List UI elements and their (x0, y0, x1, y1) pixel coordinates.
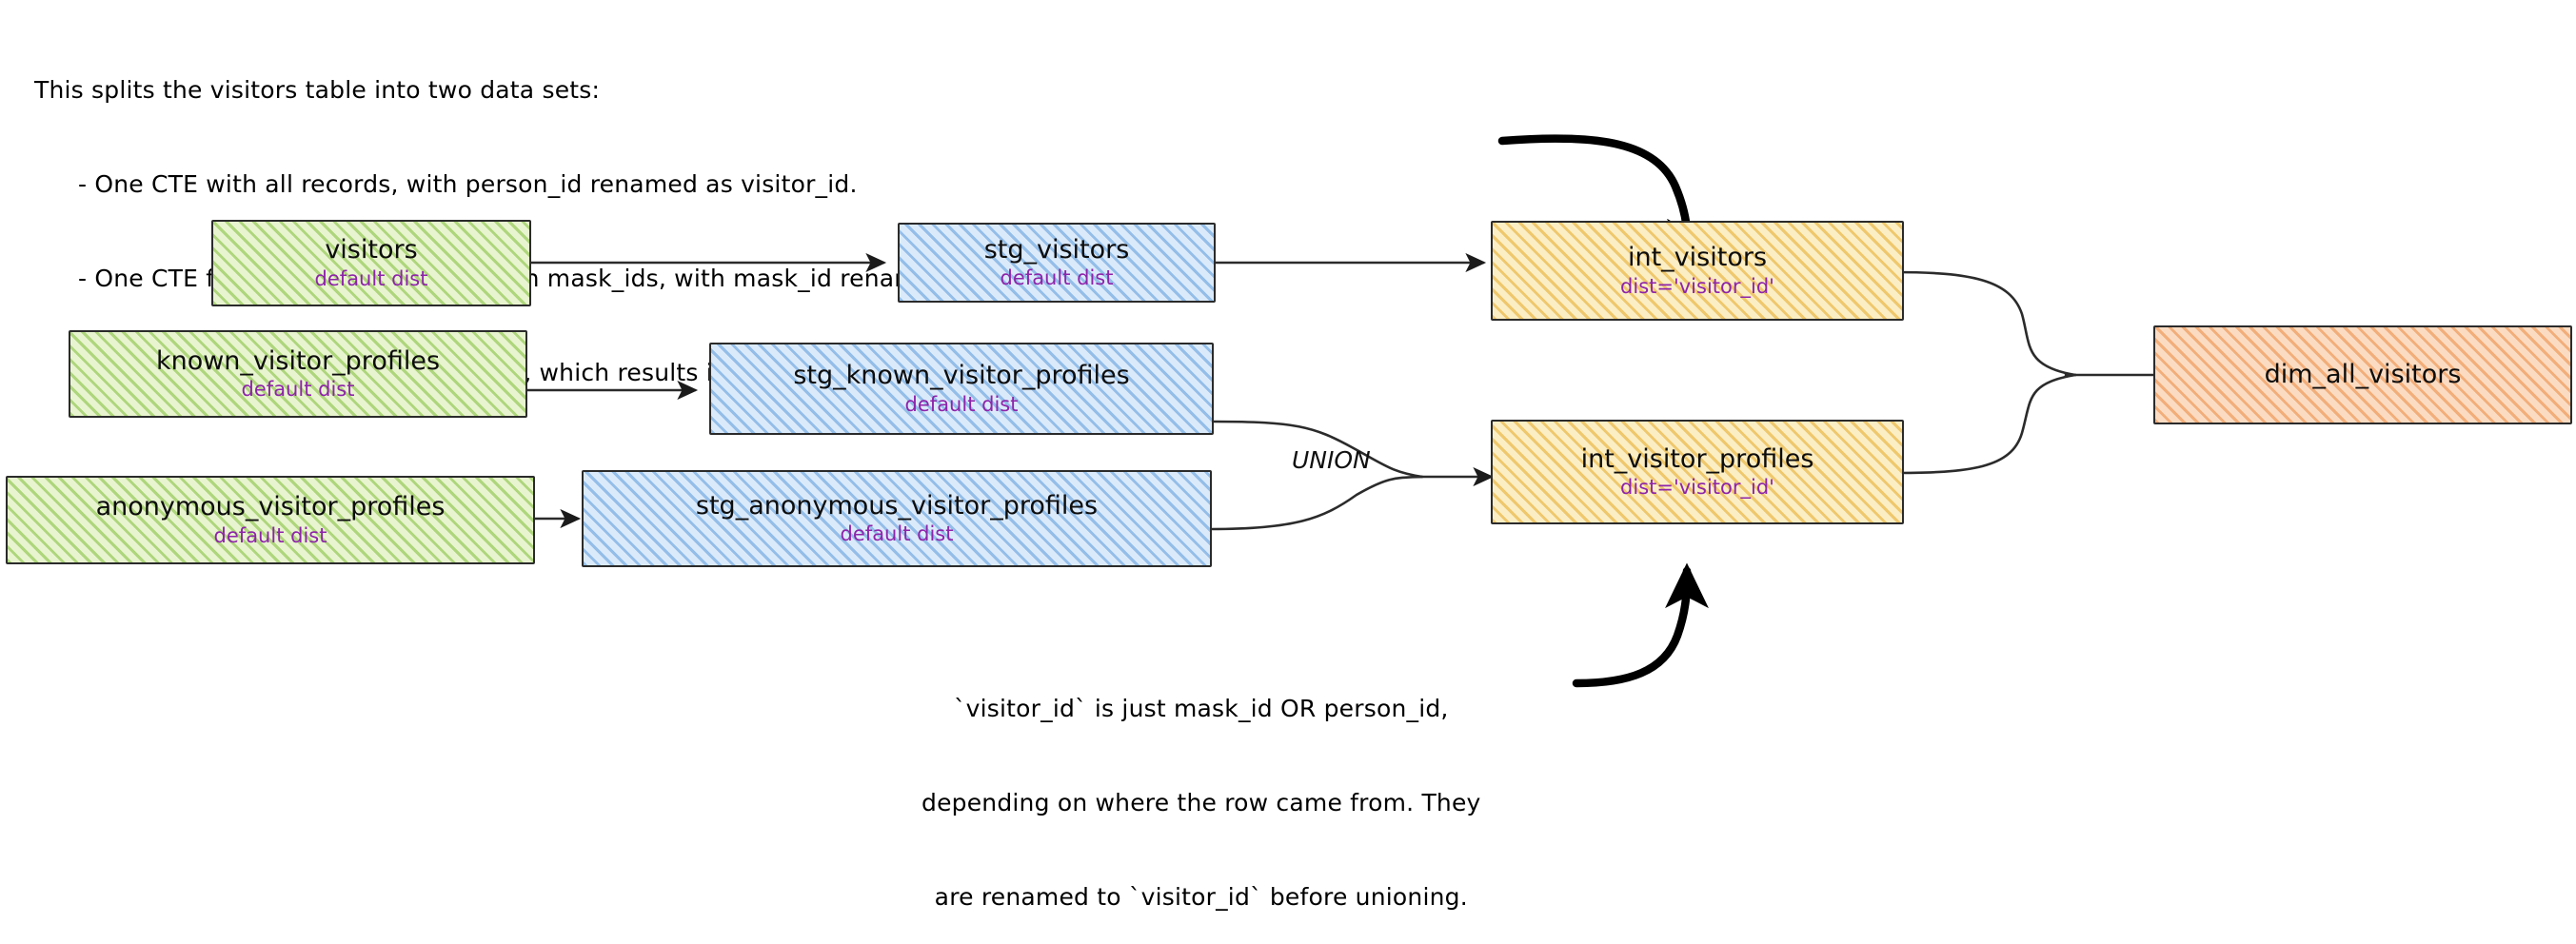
intro-line-1: This splits the visitors table into two … (34, 76, 601, 104)
node-stg-anonymous-visitor-profiles-title: stg_anonymous_visitor_profiles (695, 490, 1099, 521)
visitor-id-annotation: `visitor_id` is just mask_id OR person_i… (921, 630, 1481, 944)
node-anonymous-visitor-profiles-title: anonymous_visitor_profiles (95, 492, 446, 522)
edge-stg-anon-to-union (1209, 475, 1424, 531)
node-anonymous-visitor-profiles[interactable]: anonymous_visitor_profiles default dist (6, 476, 535, 564)
node-int-visitors-sub: dist='visitor_id' (1620, 274, 1774, 298)
node-stg-known-visitor-profiles[interactable]: stg_known_visitor_profiles default dist (709, 343, 1214, 435)
node-visitors-sub: default dist (314, 266, 428, 290)
node-visitors[interactable]: visitors default dist (211, 220, 531, 306)
node-known-visitor-profiles[interactable]: known_visitor_profiles default dist (69, 330, 527, 418)
edge-int-visitor-profiles-to-dim (1891, 373, 2077, 475)
node-stg-visitors-title: stg_visitors (983, 234, 1130, 265)
edge-int-visitors-to-dim (1892, 270, 2077, 377)
node-visitors-title: visitors (325, 235, 418, 266)
node-known-visitor-profiles-sub: default dist (241, 378, 355, 402)
node-stg-known-visitor-profiles-title: stg_known_visitor_profiles (793, 361, 1130, 391)
intro-line-2: - One CTE with all records, with person_… (78, 170, 858, 198)
node-int-visitor-profiles-title: int_visitor_profiles (1580, 443, 1814, 474)
bottom-line-2: depending on where the row came from. Th… (921, 789, 1481, 816)
node-int-visitors[interactable]: int_visitors dist='visitor_id' (1491, 221, 1904, 321)
edge-label-union: UNION (1292, 446, 1371, 474)
node-anonymous-visitor-profiles-sub: default dist (213, 523, 327, 547)
node-stg-visitors-sub: default dist (1000, 266, 1114, 290)
bottom-line-1: `visitor_id` is just mask_id OR person_i… (953, 695, 1449, 722)
node-int-visitors-title: int_visitors (1627, 243, 1768, 273)
node-stg-visitors[interactable]: stg_visitors default dist (898, 223, 1216, 303)
bottom-line-3: are renamed to `visitor_id` before union… (934, 883, 1468, 911)
node-dim-all-visitors[interactable]: dim_all_visitors (2153, 325, 2572, 424)
node-int-visitor-profiles-sub: dist='visitor_id' (1620, 476, 1774, 500)
callout-arrow-bottom (1572, 562, 1709, 688)
node-known-visitor-profiles-title: known_visitor_profiles (155, 345, 441, 376)
node-dim-all-visitors-title: dim_all_visitors (2264, 359, 2462, 389)
node-stg-anonymous-visitor-profiles[interactable]: stg_anonymous_visitor_profiles default d… (582, 470, 1212, 567)
node-stg-known-visitor-profiles-sub: default dist (904, 392, 1019, 416)
node-int-visitor-profiles[interactable]: int_visitor_profiles dist='visitor_id' (1491, 420, 1904, 524)
node-stg-anonymous-visitor-profiles-sub: default dist (840, 522, 954, 546)
edge-stg-known-to-union (1212, 420, 1424, 479)
